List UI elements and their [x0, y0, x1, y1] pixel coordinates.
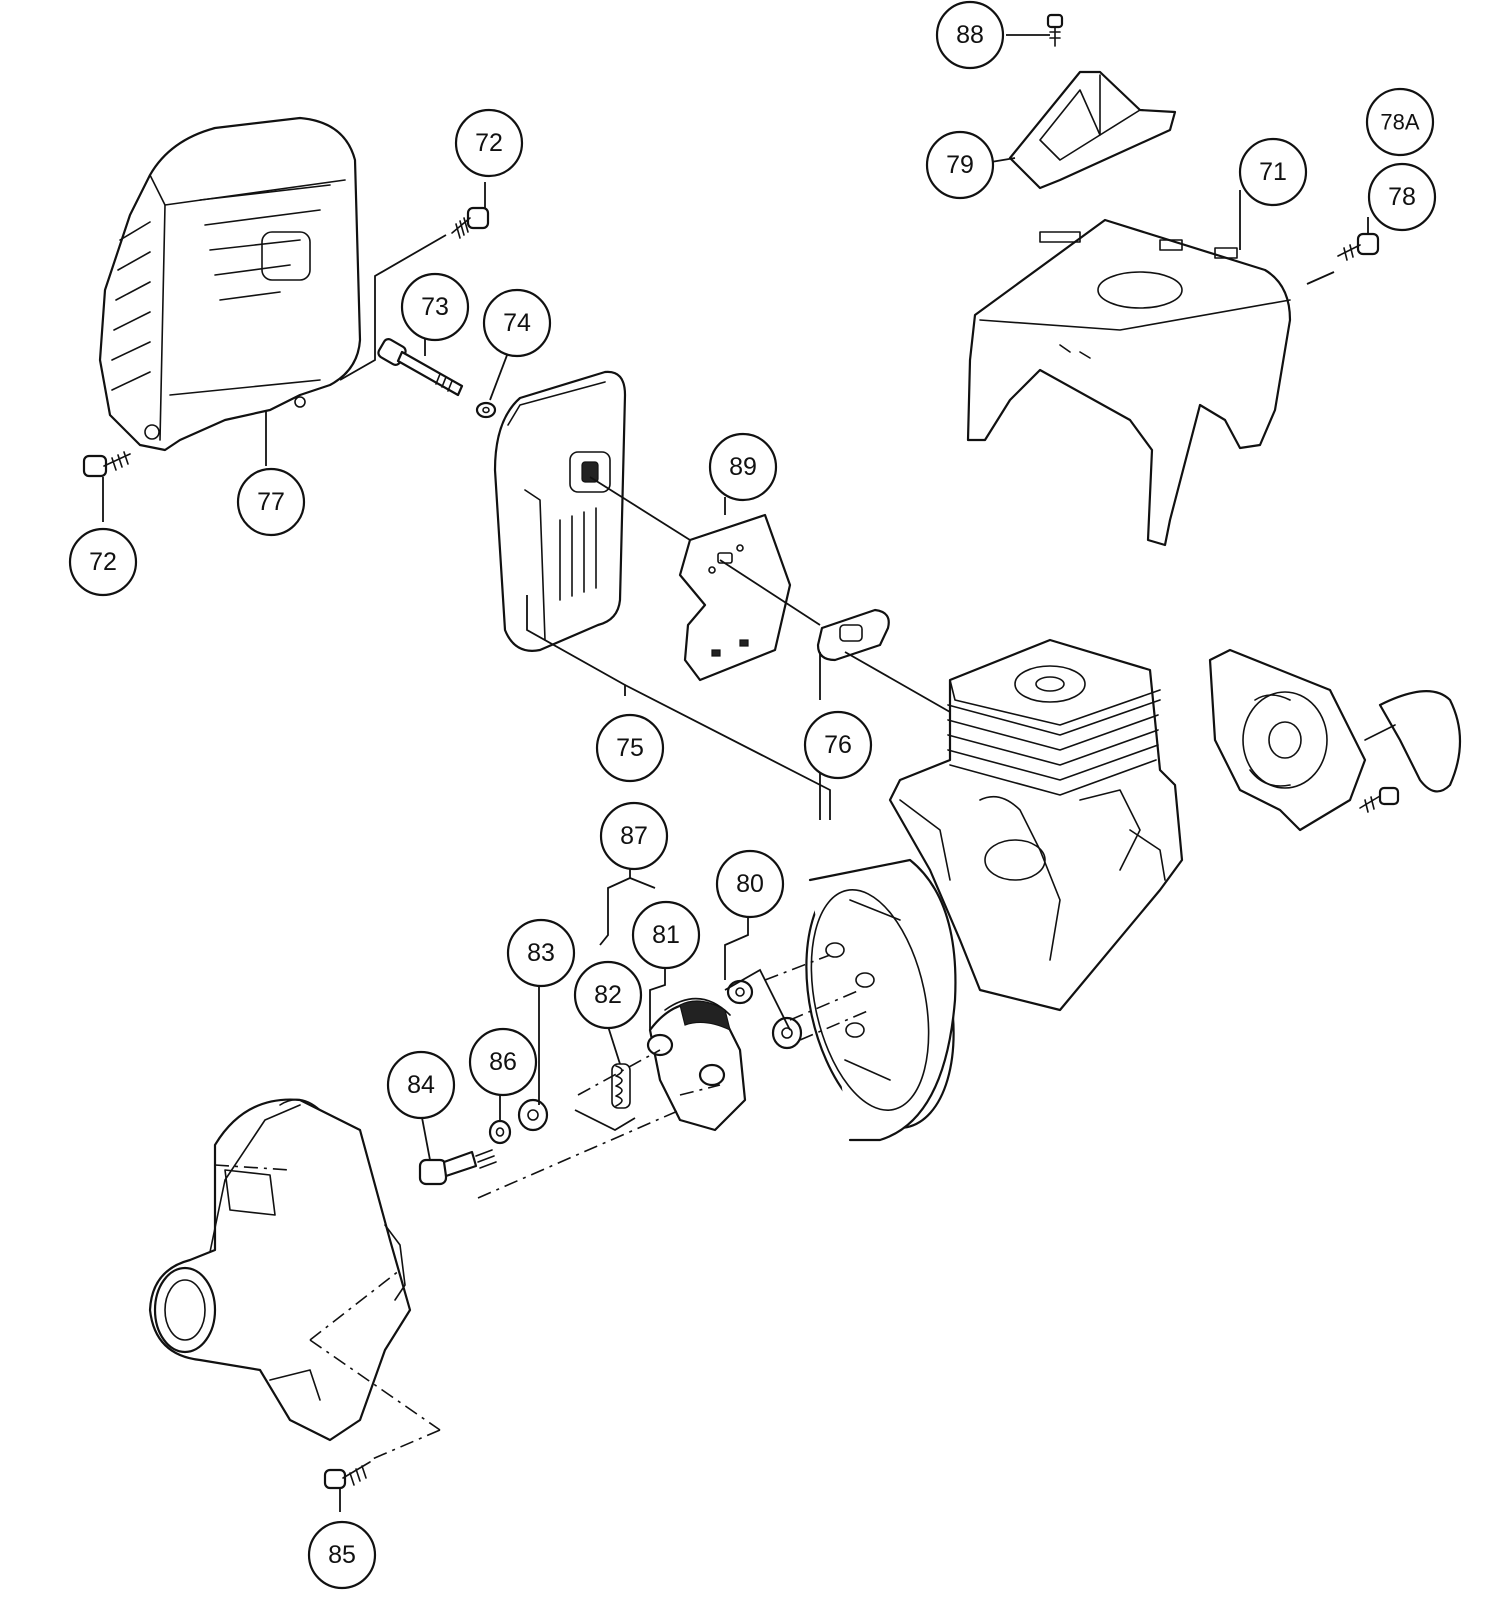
- part-83-washer: [517, 1098, 549, 1132]
- part-81-clutch-shoes: [646, 997, 747, 1132]
- svg-text:89: 89: [729, 453, 757, 481]
- part-74-washer: [475, 401, 497, 419]
- part-78-bolt: [1337, 232, 1380, 261]
- callout-77: 77: [236, 467, 306, 537]
- svg-text:78: 78: [1388, 183, 1416, 211]
- svg-text:82: 82: [594, 981, 622, 1009]
- callout-81: 81: [631, 900, 701, 970]
- callout-74: 74: [482, 288, 552, 358]
- svg-text:88: 88: [956, 21, 984, 49]
- part-82-spring: [611, 1063, 631, 1109]
- callout-75: 75: [595, 713, 665, 783]
- svg-text:71: 71: [1259, 158, 1287, 186]
- svg-text:72: 72: [89, 548, 117, 576]
- callout-71: 71: [1238, 137, 1308, 207]
- callout-72-lower: 72: [68, 527, 138, 597]
- part-72-bolt-upper: [451, 206, 490, 239]
- part-80-washer: [726, 979, 754, 1005]
- svg-text:75: 75: [616, 734, 644, 762]
- part-clutch-drum: [805, 858, 957, 1142]
- callout-76: 76: [803, 710, 873, 780]
- svg-text:72: 72: [475, 129, 503, 157]
- callout-88: 88: [935, 0, 1005, 70]
- part-79-guide: [1008, 70, 1177, 190]
- part-recoil-starter: [1208, 648, 1462, 832]
- svg-text:80: 80: [736, 870, 764, 898]
- svg-text:77: 77: [257, 488, 285, 516]
- svg-text:79: 79: [946, 151, 974, 179]
- callout-73: 73: [400, 272, 470, 342]
- part-89-heat-shield: [678, 513, 792, 682]
- svg-text:86: 86: [489, 1048, 517, 1076]
- part-77-rear-cover: [98, 116, 362, 452]
- callout-79: 79: [925, 130, 995, 200]
- callout-84: 84: [386, 1050, 456, 1120]
- callout-78: 78: [1367, 162, 1437, 232]
- svg-text:74: 74: [503, 309, 531, 337]
- callout-85: 85: [307, 1520, 377, 1590]
- svg-text:84: 84: [407, 1071, 435, 1099]
- callout-78a: 78A: [1365, 87, 1435, 157]
- svg-text:81: 81: [652, 921, 680, 949]
- svg-text:78A: 78A: [1380, 110, 1419, 135]
- part-72-bolt-lower: [82, 451, 131, 478]
- part-85-bolt: [323, 1461, 371, 1490]
- part-88-screw: [1046, 13, 1064, 47]
- centerlines: [214, 954, 871, 1461]
- callout-86: 86: [468, 1027, 538, 1097]
- callout-83: 83: [506, 918, 576, 988]
- part-86-washer: [488, 1119, 512, 1145]
- callout-82: 82: [573, 960, 643, 1030]
- part-76-gasket: [816, 608, 890, 662]
- svg-text:87: 87: [620, 822, 648, 850]
- svg-text:73: 73: [421, 293, 449, 321]
- svg-text:83: 83: [527, 939, 555, 967]
- part-71-engine-cover: [966, 218, 1292, 547]
- part-washer-large: [771, 1016, 803, 1050]
- callout-87: 87: [599, 801, 669, 871]
- part-73-long-bolt: [377, 338, 464, 397]
- callout-89: 89: [708, 432, 778, 502]
- svg-text:76: 76: [824, 731, 852, 759]
- callout-72-upper: 72: [454, 108, 524, 178]
- callout-80: 80: [715, 849, 785, 919]
- part-84-shoulder-bolt: [418, 1149, 497, 1186]
- part-engine-cylinder-crankcase: [888, 638, 1184, 1012]
- part-fan-housing: [148, 1098, 412, 1442]
- part-75-muffler: [493, 370, 627, 652]
- leader-lines: [102, 34, 1369, 1512]
- svg-text:85: 85: [328, 1541, 356, 1569]
